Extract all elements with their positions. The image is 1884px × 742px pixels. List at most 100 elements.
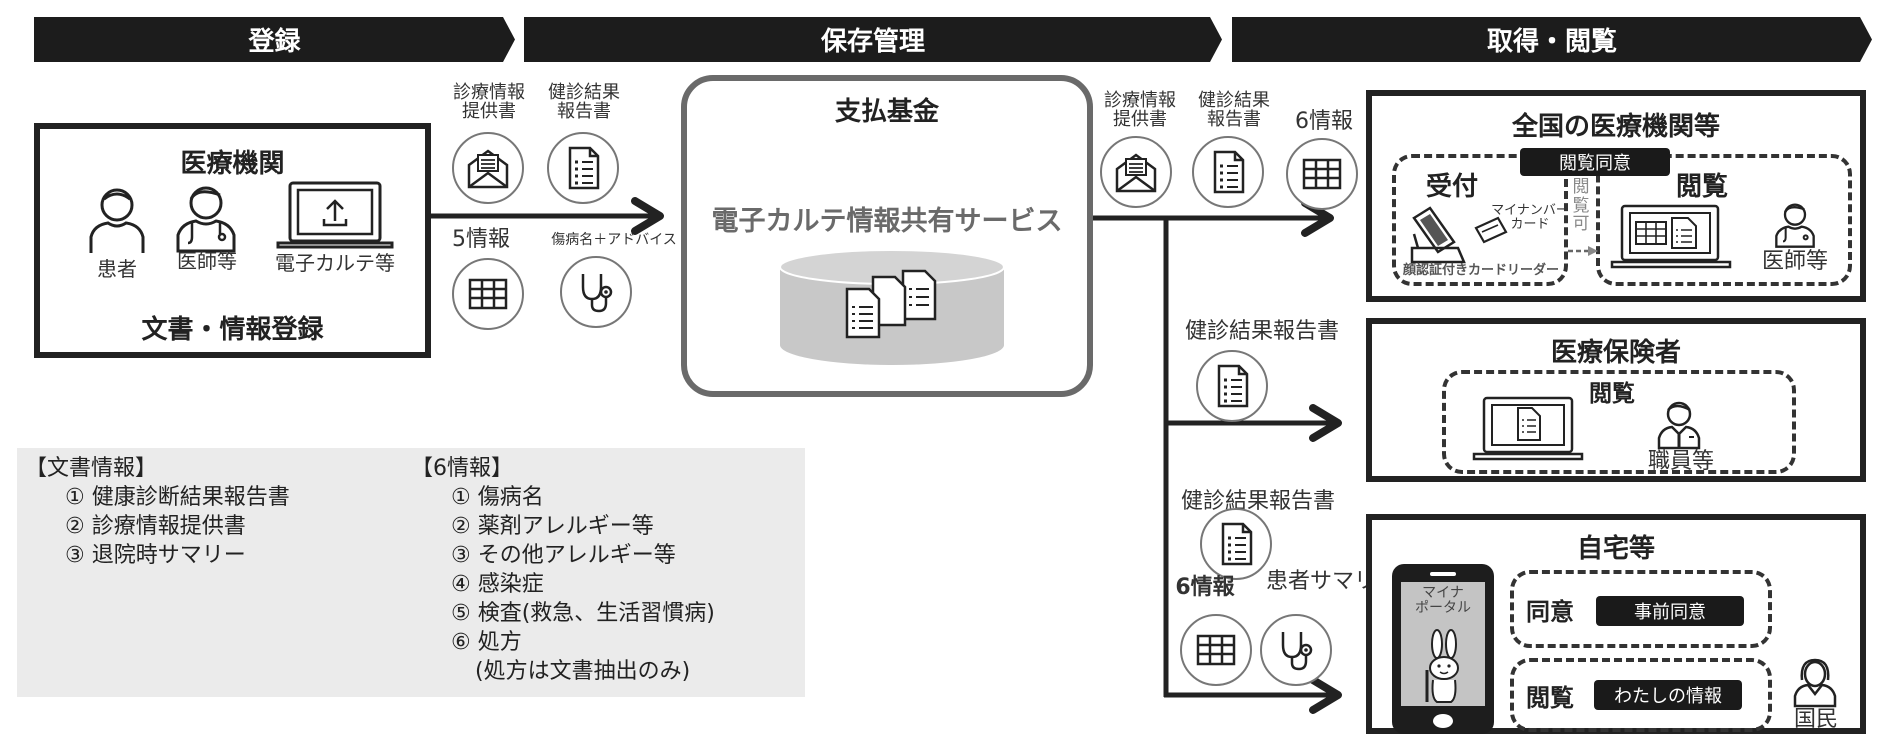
laptop-records-icon xyxy=(1610,204,1732,269)
consent-area xyxy=(1510,570,1772,648)
document-list-icon xyxy=(568,146,600,190)
table-grid-icon xyxy=(1196,634,1236,666)
legend-six-info-note: (処方は文書抽出のみ) xyxy=(475,659,691,684)
table-grid-icon xyxy=(468,278,508,310)
my-number-card-icon xyxy=(1474,216,1508,244)
five-info-label: 5情報 xyxy=(452,227,510,252)
legend-six-info-item: ⑤ 検査(救急、生活習慣病) xyxy=(451,601,715,626)
referral-letter-out-circle xyxy=(1100,136,1172,208)
home-viewing-title: 閲覧 xyxy=(1526,684,1574,712)
checkup-report-insurer-label: 健診結果報告書 xyxy=(1184,319,1339,344)
laptop-document-icon xyxy=(1472,396,1584,461)
emr-label: 電子カルテ等 xyxy=(275,251,395,275)
medical-institution-box: 医療機関 患者 医師等 電子カルテ等 文書・情報登録 xyxy=(34,123,431,358)
service-name: 電子カルテ情報共有サービス xyxy=(711,206,1063,237)
legend-documents-header: 【文書情報】 xyxy=(25,456,158,481)
table-grid-icon xyxy=(1302,158,1342,190)
view-permitted-label: 閲覧可 xyxy=(1572,177,1590,235)
legend-document-item: ② 診療情報提供書 xyxy=(65,514,246,539)
checkup-report-out-label: 健診結果報告書 xyxy=(1198,90,1270,130)
diagnosis-advice-label: 傷病名＋アドバイス xyxy=(551,232,677,248)
staff-label: 職員等 xyxy=(1647,449,1714,474)
legend-six-info-item: ④ 感染症 xyxy=(451,572,544,597)
six-info-out-circle xyxy=(1286,138,1358,210)
doctor-label: 医師等 xyxy=(177,249,237,273)
phone-screen: マイナ ポータル xyxy=(1401,582,1485,706)
prior-consent-badge: 事前同意 xyxy=(1596,596,1744,626)
phase-retrieval: 取得・閲覧 xyxy=(1232,17,1872,62)
mascot-rabbit-icon xyxy=(1425,629,1459,703)
reception-area xyxy=(1392,154,1568,286)
storage-box: 支払基金 電子カルテ情報共有サービス xyxy=(681,75,1093,397)
reception-title: 受付 xyxy=(1425,172,1478,202)
laptop-upload-icon xyxy=(276,181,394,249)
envelope-document-icon xyxy=(467,149,509,189)
checkup-report-circle xyxy=(547,132,619,204)
database-documents-icon xyxy=(779,249,1005,365)
card-reader-label: 顔認証付きカードリーダー xyxy=(1402,263,1559,278)
legend-panel: 【文書情報】 ① 健康診断結果報告書 ② 診療情報提供書 ③ 退院時サマリー 【… xyxy=(17,448,805,697)
phase-storage: 保存管理 xyxy=(524,17,1222,62)
six-info-home-label: 6情報 xyxy=(1175,575,1235,600)
referral-letter-label: 診療情報提供書 xyxy=(453,82,525,122)
insurer-box: 医療保険者 閲覧 職員等 xyxy=(1366,318,1866,482)
phone-home-button xyxy=(1433,714,1453,728)
legend-document-item: ③ 退院時サマリー xyxy=(65,543,246,568)
legend-six-info-item: ① 傷病名 xyxy=(451,485,544,510)
home-viewing-area xyxy=(1510,658,1772,732)
legend-six-info-item: ③ その他アレルギー等 xyxy=(451,543,676,568)
document-list-icon xyxy=(1213,150,1245,194)
doctor-viewer-label: 医師等 xyxy=(1761,249,1828,274)
legend-six-info-item: ② 薬剤アレルギー等 xyxy=(451,514,654,539)
checkup-report-home-circle xyxy=(1200,508,1272,580)
stethoscope-icon xyxy=(1281,632,1313,671)
document-list-icon xyxy=(1221,522,1253,566)
my-number-card-label: マイナンバー カード xyxy=(1491,203,1569,233)
mynaportal-label: マイナ ポータル xyxy=(1415,585,1471,617)
face-auth-card-reader-icon xyxy=(1410,206,1466,264)
viewing-title: 閲覧 xyxy=(1675,172,1728,202)
stethoscope-icon xyxy=(581,274,613,313)
phone-speaker xyxy=(1430,572,1456,576)
legend-six-info-item: ⑥ 処方 xyxy=(451,630,522,655)
six-info-home-circle xyxy=(1180,614,1252,686)
medical-institution-title: 医療機関 xyxy=(180,149,285,179)
registration-footer: 文書・情報登録 xyxy=(141,315,324,345)
checkup-report-label: 健診結果報告書 xyxy=(548,82,620,122)
doctor-icon xyxy=(176,186,236,253)
smartphone-mynaportal: マイナ ポータル xyxy=(1392,564,1494,734)
consent-title: 同意 xyxy=(1526,598,1574,626)
citizen-icon xyxy=(1793,658,1837,708)
checkup-report-insurer-circle xyxy=(1196,350,1268,422)
legend-six-info: 【6情報】 ① 傷病名 ② 薬剤アレルギー等 ③ その他アレルギー等 ④ 感染症… xyxy=(411,454,715,686)
permission-arrow-icon xyxy=(1568,246,1598,256)
my-info-badge: わたしの情報 xyxy=(1594,680,1742,710)
insurer-viewing-area xyxy=(1442,370,1796,474)
document-list-icon xyxy=(1217,364,1249,408)
patient-summary-label: 患者サマリ xyxy=(1266,569,1377,594)
six-info-out-label: 6情報 xyxy=(1295,109,1353,134)
insurer-title: 医療保険者 xyxy=(1550,338,1681,368)
legend-six-info-header: 【6情報】 xyxy=(411,456,513,481)
patient-summary-circle xyxy=(1260,614,1332,686)
checkup-report-out-circle xyxy=(1192,136,1264,208)
referral-letter-out-label: 診療情報提供書 xyxy=(1104,90,1176,130)
viewing-area xyxy=(1596,154,1852,286)
citizen-label: 国民 xyxy=(1793,707,1838,732)
home-title: 自宅等 xyxy=(1576,534,1655,564)
envelope-document-icon xyxy=(1115,153,1157,193)
insurer-viewing-title: 閲覧 xyxy=(1589,381,1635,407)
staff-icon xyxy=(1657,401,1701,450)
legend-document-item: ① 健康診断結果報告書 xyxy=(65,485,290,510)
view-consent-badge: 閲覧同意 xyxy=(1520,148,1670,176)
phase-registration: 登録 xyxy=(34,17,515,62)
storage-title: 支払基金 xyxy=(834,97,939,127)
nationwide-medical-box: 全国の医療機関等 閲覧同意 受付 マイナンバー カード 顔認証付きカードリーダー… xyxy=(1366,90,1866,302)
checkup-report-home-label: 健診結果報告書 xyxy=(1180,489,1335,514)
referral-letter-circle xyxy=(452,132,524,204)
home-box: 自宅等 マイナ ポータル 同意 事前同意 閲覧 わたしの情報 xyxy=(1366,514,1866,734)
doctor-icon xyxy=(1775,203,1815,248)
legend-documents: 【文書情報】 ① 健康診断結果報告書 ② 診療情報提供書 ③ 退院時サマリー xyxy=(25,454,290,570)
diagnosis-advice-circle xyxy=(560,256,632,328)
patient-label: 患者 xyxy=(97,257,137,281)
